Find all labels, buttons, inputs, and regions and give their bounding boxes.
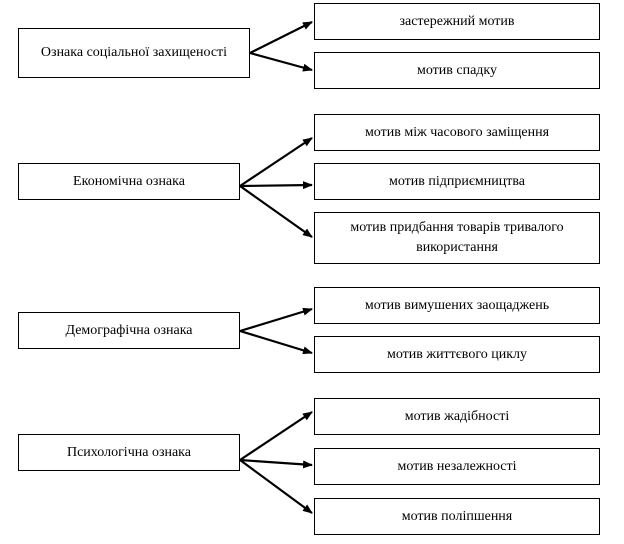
arrow-psychological-to-greed xyxy=(239,411,313,461)
motive-box-entrepreneurship: мотив підприємництва xyxy=(314,163,600,200)
arrow-psychological-to-improvement xyxy=(239,459,313,514)
category-box-economic: Економічна ознака xyxy=(18,163,240,200)
motive-box-durable-goods: мотив придбання товарів тривалого викори… xyxy=(314,212,600,264)
motive-box-forced-savings: мотив вимушених заощаджень xyxy=(314,287,600,324)
motive-box-inheritance: мотив спадку xyxy=(314,52,600,89)
motive-box-precautionary: застережний мотив xyxy=(314,3,600,40)
arrow-demographic-to-life-cycle xyxy=(239,329,313,355)
motive-box-improvement: мотив поліпшення xyxy=(314,498,600,535)
motive-box-intertemporal-substitution: мотив між часового заміщення xyxy=(314,114,600,151)
arrow-social-to-inheritance xyxy=(249,51,313,72)
arrow-economic-to-entrepreneurship xyxy=(239,181,313,190)
motive-box-greed: мотив жадібності xyxy=(314,398,600,435)
arrow-social-to-precautionary xyxy=(249,21,313,54)
arrow-demographic-to-forced-savings xyxy=(239,307,313,333)
motive-box-life-cycle: мотив життєвого циклу xyxy=(314,336,600,373)
motive-box-independence: мотив незалежності xyxy=(314,448,600,485)
arrow-psychological-to-independence xyxy=(239,458,313,469)
arrow-economic-to-intertemporal xyxy=(239,137,313,187)
category-box-social-protection: Ознака соціальної захищеності xyxy=(18,28,250,78)
category-box-demographic: Демографічна ознака xyxy=(18,312,240,349)
category-box-psychological: Психологічна ознака xyxy=(18,434,240,471)
arrow-economic-to-durable-goods xyxy=(239,185,313,238)
